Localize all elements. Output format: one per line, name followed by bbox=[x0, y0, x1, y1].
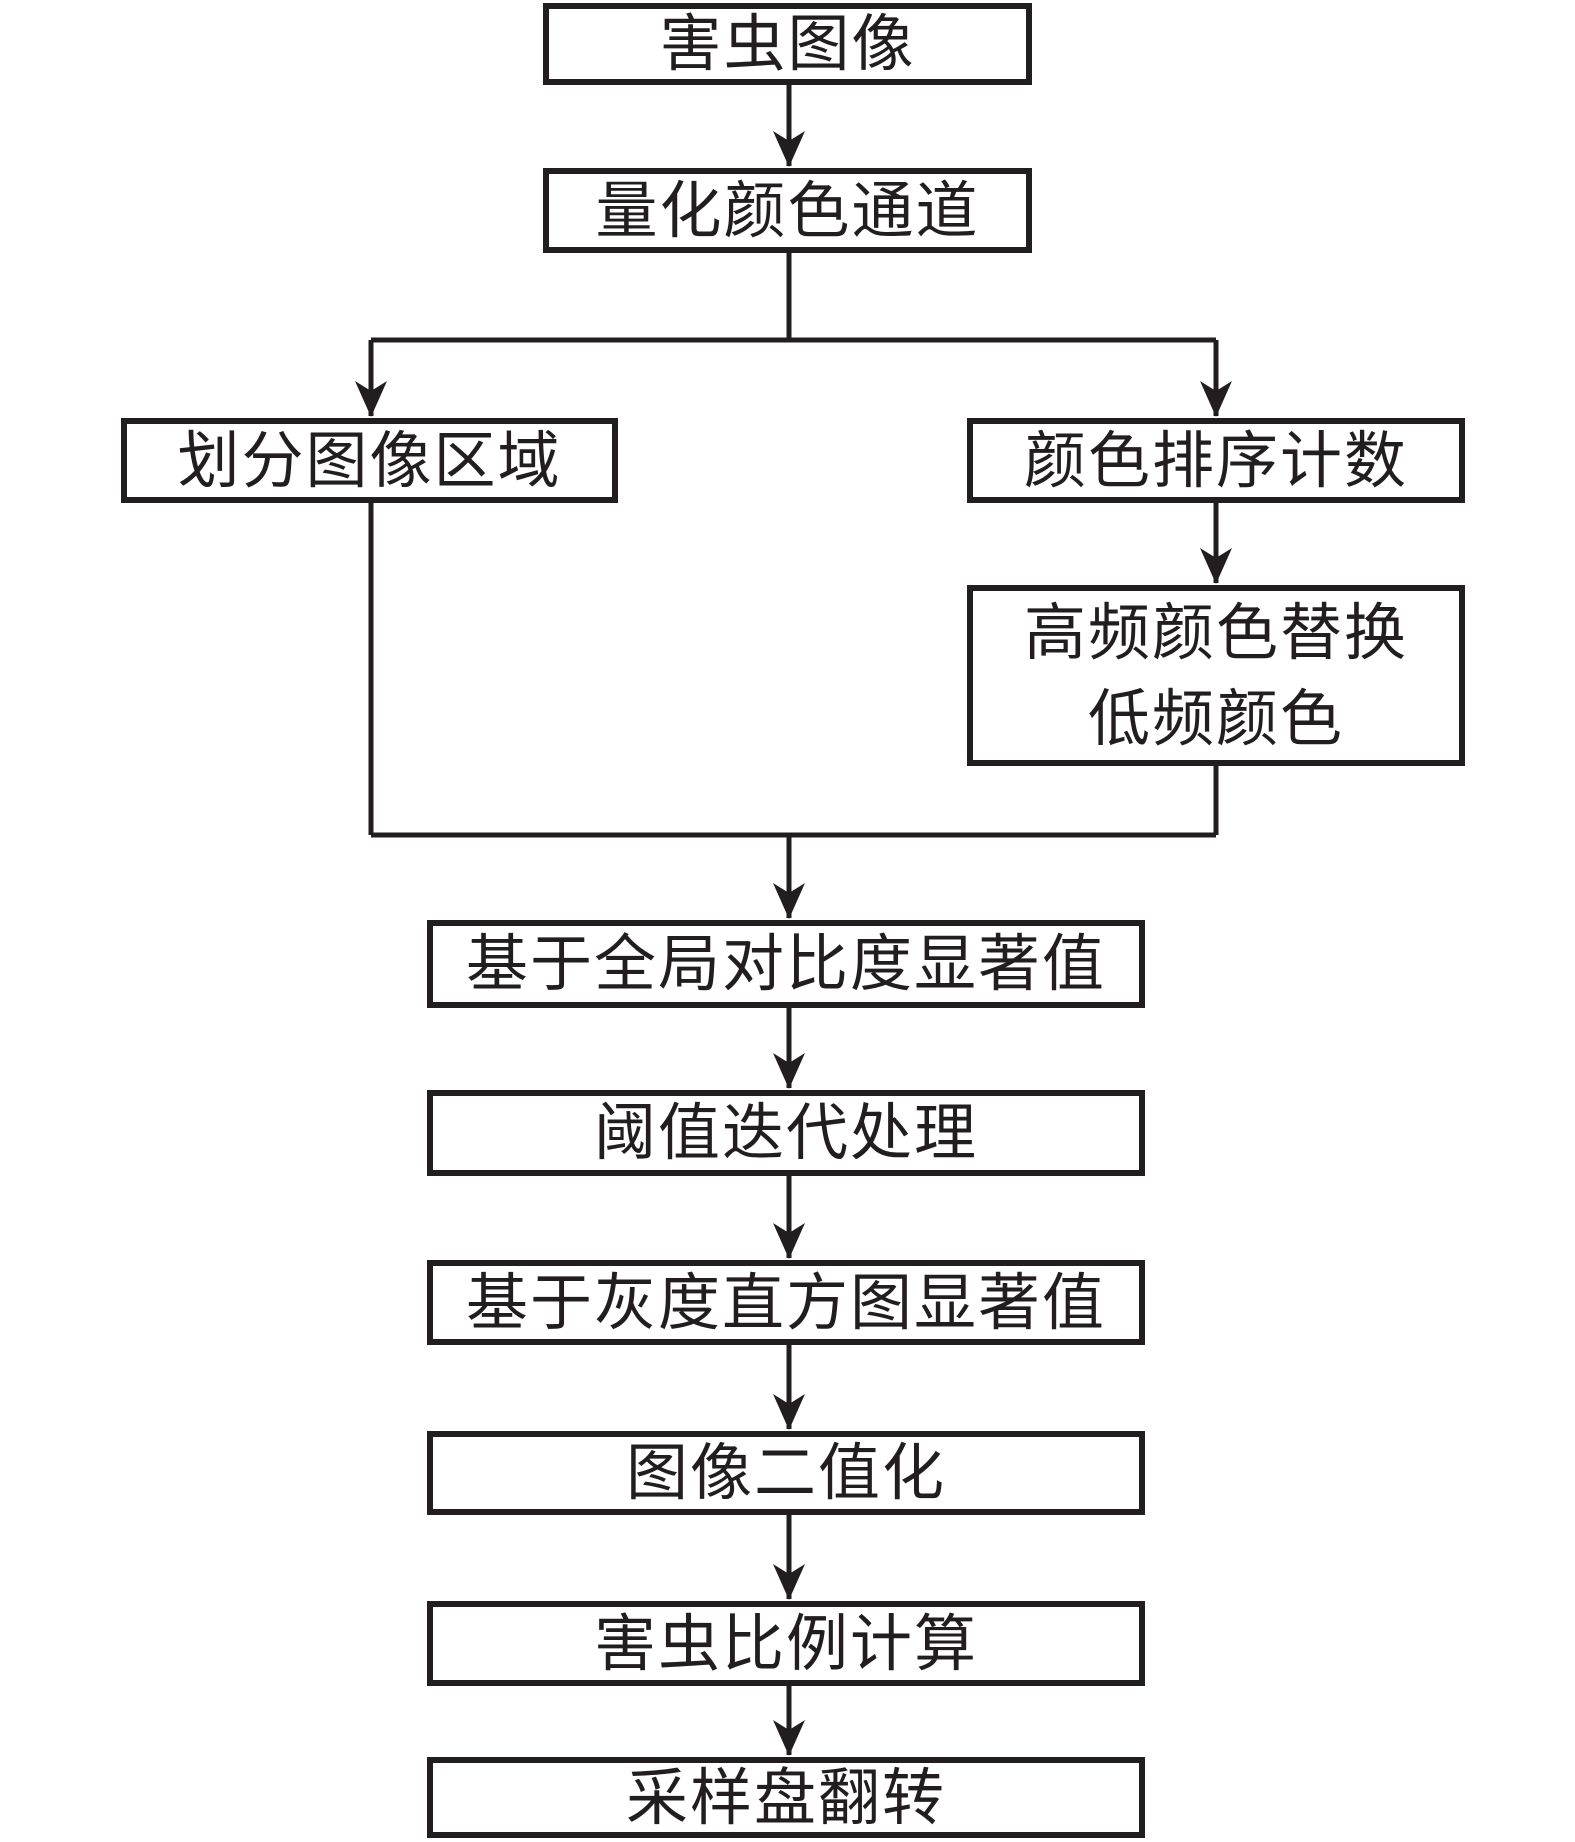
flow-step-image-binarization: 图像二值化 bbox=[427, 1431, 1145, 1515]
flow-step-divide-image-region: 划分图像区域 bbox=[121, 418, 618, 503]
flow-step-pest-image: 害虫图像 bbox=[543, 3, 1032, 85]
flow-step-sampling-plate-flip: 采样盘翻转 bbox=[427, 1757, 1145, 1838]
flow-step-high-freq-color-replace: 高频颜色替换 低频颜色 bbox=[967, 585, 1465, 766]
flow-step-color-sort-count: 颜色排序计数 bbox=[967, 418, 1465, 503]
flow-step-gray-histogram-saliency: 基于灰度直方图显著值 bbox=[427, 1260, 1145, 1345]
connector-lines bbox=[368, 85, 1219, 1755]
flow-step-pest-ratio-calculation: 害虫比例计算 bbox=[427, 1601, 1145, 1686]
flow-step-quantize-color-channel: 量化颜色通道 bbox=[543, 168, 1032, 253]
flow-step-global-contrast-saliency: 基于全局对比度显著值 bbox=[427, 920, 1145, 1008]
flow-step-threshold-iteration: 阈值迭代处理 bbox=[427, 1090, 1145, 1176]
